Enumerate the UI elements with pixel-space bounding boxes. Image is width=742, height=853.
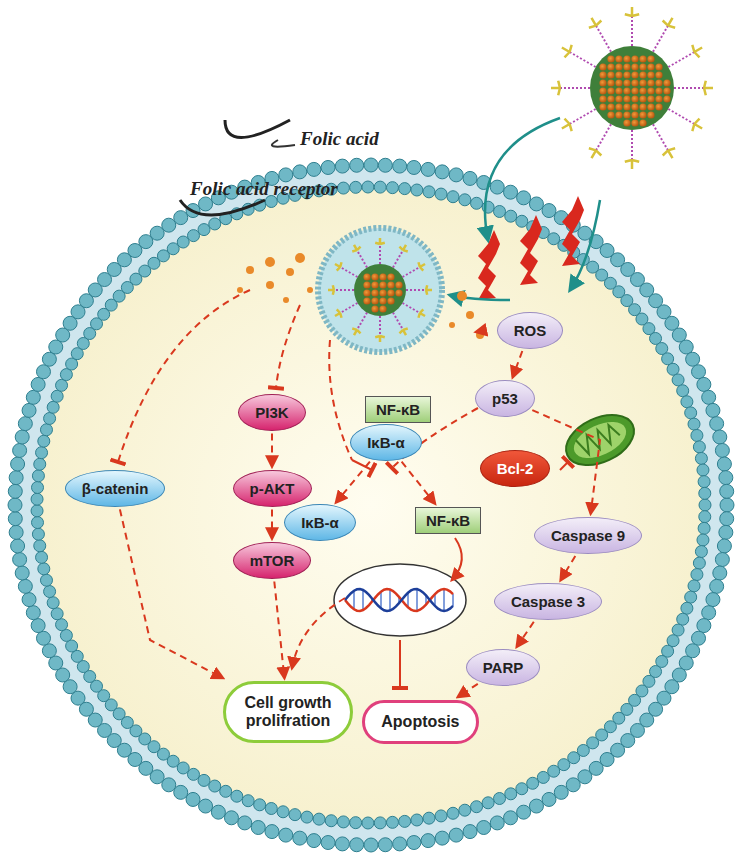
node-text: Bcl-2 bbox=[497, 460, 534, 477]
node-text: β-catenin bbox=[82, 480, 149, 497]
pathway-arrow bbox=[402, 462, 435, 504]
node-text: Caspase 3 bbox=[511, 593, 585, 610]
callout-label: Folic acid bbox=[300, 128, 379, 150]
node-text: Cell growth prolifration bbox=[242, 694, 334, 730]
protein-oval: p53 bbox=[475, 380, 535, 417]
node-text: IκB-α bbox=[301, 514, 339, 531]
protein-oval: Caspase 3 bbox=[494, 583, 602, 620]
protein-box: NF-κB bbox=[365, 396, 431, 423]
protein-oval: IκB-α bbox=[350, 424, 422, 461]
node-text: IκB-α bbox=[367, 434, 405, 451]
protein-oval: Bcl-2 bbox=[480, 450, 551, 487]
protein-oval: PI3K bbox=[238, 394, 305, 431]
node-text: PARP bbox=[483, 659, 524, 676]
node-text: Caspase 9 bbox=[551, 527, 625, 544]
protein-oval: Caspase 9 bbox=[534, 517, 642, 554]
node-text: PI3K bbox=[255, 404, 288, 421]
pathway-arrow bbox=[274, 582, 284, 679]
protein-oval: β-catenin bbox=[65, 470, 166, 507]
node-text: Apoptosis bbox=[381, 713, 459, 731]
protein-oval: IκB-α bbox=[284, 504, 356, 541]
node-text: ROS bbox=[514, 322, 547, 339]
node-text: mTOR bbox=[250, 552, 295, 569]
protein-oval: PARP bbox=[466, 649, 541, 686]
protein-box: NF-κB bbox=[415, 507, 481, 534]
pathway-arrow bbox=[120, 509, 223, 678]
pathway-arrow bbox=[271, 434, 273, 467]
protein-oval: ROS bbox=[497, 312, 564, 349]
node-text: p-AKT bbox=[250, 480, 295, 497]
node-text: p53 bbox=[492, 390, 518, 407]
protein-oval: mTOR bbox=[233, 542, 312, 579]
pathway-arrow bbox=[513, 351, 523, 377]
node-text: NF-κB bbox=[376, 401, 420, 418]
pathway-arrow bbox=[271, 510, 273, 539]
pathway-arrow bbox=[458, 684, 478, 697]
outcome-cloud: Cell growth prolifration bbox=[223, 681, 353, 743]
protein-oval: p-AKT bbox=[233, 470, 312, 507]
pathway-arrow bbox=[561, 556, 576, 580]
callout-label: Folic acid receptor bbox=[190, 178, 338, 200]
pathway-arrow bbox=[517, 622, 534, 647]
pathway-arrow bbox=[336, 462, 370, 503]
node-text: NF-κB bbox=[426, 512, 470, 529]
outcome-cloud: Apoptosis bbox=[362, 700, 479, 744]
